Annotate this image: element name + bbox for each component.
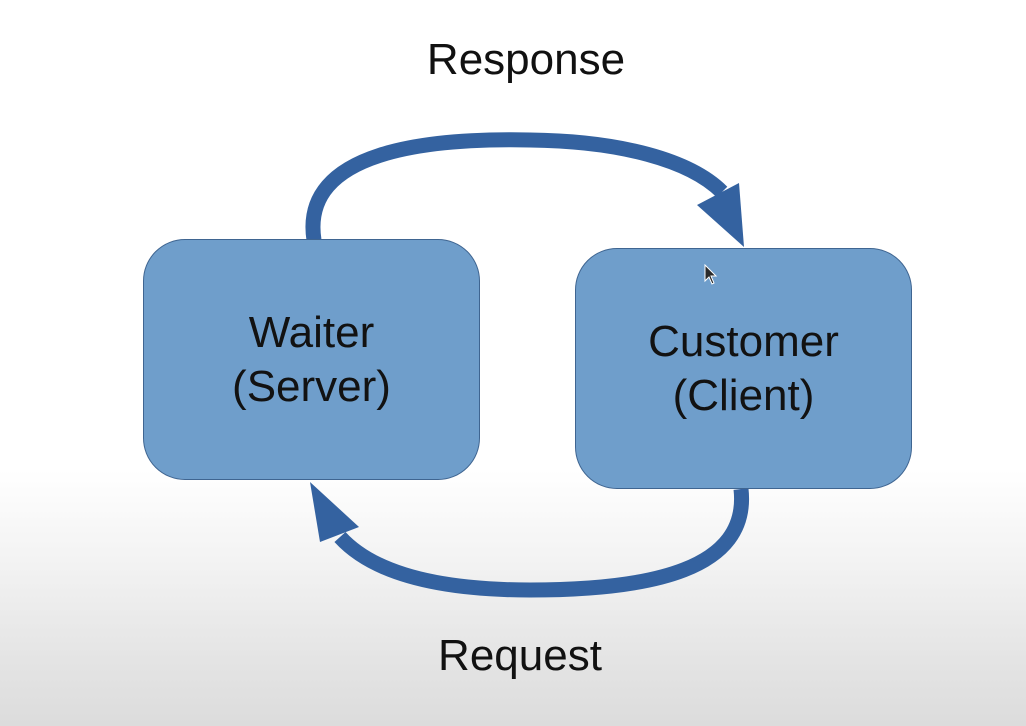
response-label: Response	[426, 35, 626, 84]
response-arrow	[305, 132, 728, 242]
server-box-title: Waiter	[248, 307, 375, 357]
request-arrowhead	[310, 482, 359, 542]
mouse-pointer-icon	[704, 264, 718, 285]
response-arrowhead	[697, 183, 744, 247]
waiter-server-box: Waiter (Server)	[143, 239, 480, 480]
customer-client-box: Customer (Client)	[575, 248, 912, 489]
client-box-title: Customer	[648, 316, 839, 366]
request-label: Request	[438, 631, 602, 680]
request-arrow	[334, 488, 750, 598]
client-box-subtitle: (Client)	[672, 370, 815, 420]
server-box-subtitle: (Server)	[232, 361, 391, 411]
